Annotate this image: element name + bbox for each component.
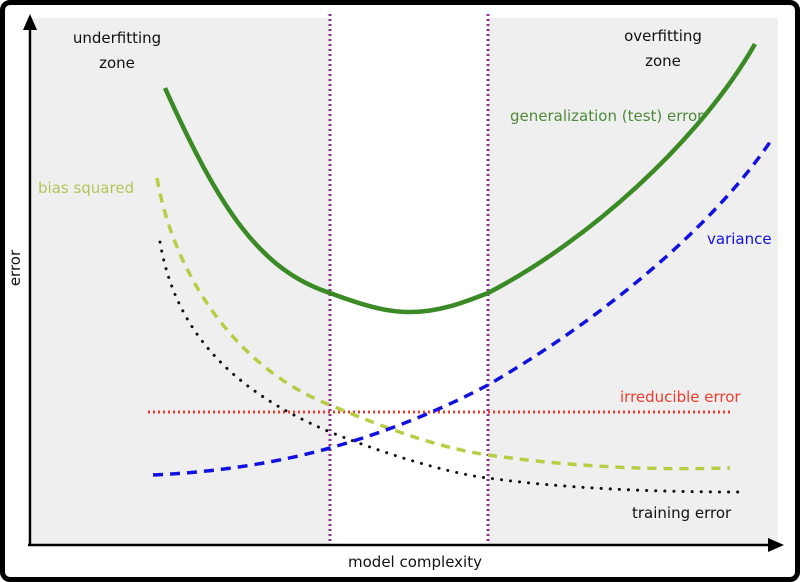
bias-squared-label: bias squared — [38, 179, 134, 197]
y-axis-arrow-icon — [23, 14, 37, 30]
y-axis-label: error — [6, 249, 24, 286]
training-error-label: training error — [632, 504, 732, 522]
irreducible-error-label: irreducible error — [620, 388, 741, 406]
x-axis-label: model complexity — [348, 553, 482, 571]
variance-curve — [152, 141, 772, 477]
bias-squared-curve — [155, 177, 731, 471]
overfitting-zone-label-line2: zone — [645, 52, 681, 70]
generalization-error-label: generalization (test) error — [510, 107, 704, 125]
variance-label: variance — [707, 230, 772, 248]
generalization-error-curve — [162, 42, 757, 315]
underfitting-zone-label-line2: zone — [99, 54, 135, 72]
underfitting-zone-label-line1: underfitting — [73, 29, 161, 47]
overfitting-zone-bg — [488, 18, 778, 544]
optimal-zone-bg — [330, 18, 488, 544]
underfitting-zone-bg — [32, 18, 330, 544]
x-axis-arrow-icon — [768, 538, 784, 552]
overfitting-zone-label-line1: overfitting — [624, 27, 702, 45]
